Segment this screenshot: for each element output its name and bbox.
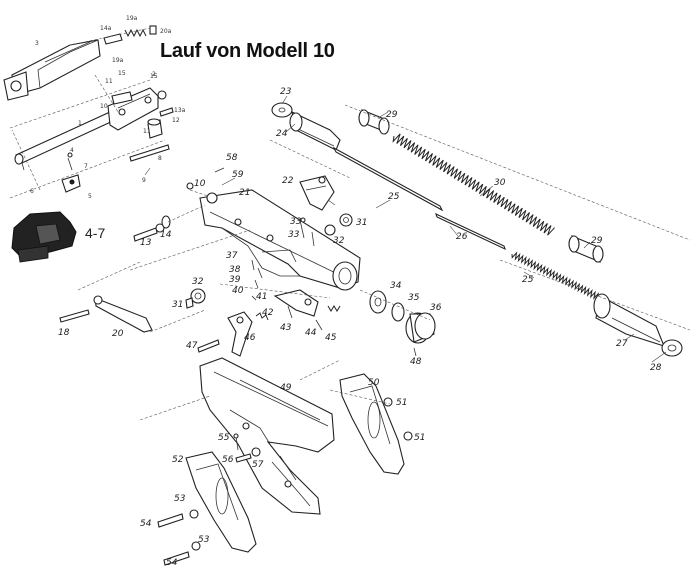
- label-35: 35: [408, 293, 420, 303]
- label-47: 47: [186, 341, 198, 351]
- label-33-a: 33: [290, 217, 302, 227]
- grip-frame-assembly: [139, 357, 413, 566]
- callout-11: 11: [143, 128, 151, 135]
- label-33-b: 33: [288, 230, 300, 240]
- label-25-b: 25: [522, 275, 534, 285]
- label-27: 27: [616, 339, 628, 349]
- callout-10: 10: [100, 103, 108, 110]
- label-32-a: 32: [333, 236, 345, 246]
- label-55: 55: [218, 433, 230, 443]
- label-29-b: 29: [591, 236, 603, 246]
- label-38: 38: [229, 265, 241, 275]
- label-58: 58: [226, 153, 238, 163]
- callout-14a: 14a: [100, 25, 112, 32]
- label-56: 56: [222, 455, 234, 465]
- label-42: 42: [262, 308, 274, 318]
- callout-19a-b: 19a: [112, 57, 124, 64]
- label-53-a: 53: [174, 494, 186, 504]
- callout-4: 4: [70, 147, 74, 154]
- label-34: 34: [390, 281, 402, 291]
- label-51-a: 51: [396, 398, 407, 408]
- label-44: 44: [305, 328, 317, 338]
- callout-11b: 11: [105, 78, 113, 85]
- main-frame-assembly: [133, 167, 361, 291]
- label-18: 18: [58, 328, 70, 338]
- barrel-assembly-modell-10: [3, 25, 174, 199]
- callout-9: 9: [142, 177, 146, 184]
- label-53-b: 53: [198, 535, 210, 545]
- label-36: 36: [430, 303, 442, 313]
- label-29-a: 29: [386, 110, 398, 120]
- inset-part-4-7-photo: [11, 211, 77, 263]
- label-41: 41: [256, 292, 267, 302]
- label-49: 49: [280, 383, 292, 393]
- top-callouts: 3 1 2 4 5 6 7 8 9 10 11 12 13a 14a 15 19…: [30, 15, 186, 200]
- callout-19a: 19a: [126, 15, 138, 22]
- cylinder-spring-assembly: [269, 102, 691, 357]
- callout-12: 12: [172, 117, 180, 124]
- label-40: 40: [232, 286, 244, 296]
- end-cap-parts: [359, 289, 436, 357]
- cocking-lever-20: [59, 229, 251, 333]
- label-10: 10: [194, 179, 206, 189]
- label-50: 50: [368, 378, 380, 388]
- part-number-labels: 10 21 22 23 24 25 25 26 27 28 29 29 30 3…: [58, 87, 662, 568]
- label-25-a: 25: [388, 192, 400, 202]
- label-51-b: 51: [414, 433, 425, 443]
- callout-13a: 13a: [174, 107, 186, 114]
- label-54-b: 54: [166, 558, 178, 568]
- label-26: 26: [456, 232, 468, 242]
- label-24: 24: [276, 129, 288, 139]
- callout-7: 7: [84, 163, 88, 170]
- label-14: 14: [160, 230, 172, 240]
- label-32-b: 32: [192, 277, 204, 287]
- callout-15: 15: [150, 73, 158, 80]
- callout-2: 2: [152, 71, 156, 78]
- label-48: 48: [410, 357, 422, 367]
- callout-5: 5: [88, 193, 92, 200]
- label-21: 21: [239, 188, 250, 198]
- callout-1: 1: [78, 120, 82, 127]
- label-54-a: 54: [140, 519, 152, 529]
- label-23: 23: [280, 87, 292, 97]
- callout-3: 3: [35, 40, 39, 47]
- label-46: 46: [244, 333, 256, 343]
- callout-20a: 20a: [160, 28, 172, 35]
- trigger-group: [185, 259, 341, 357]
- callout-15b: 15: [118, 70, 126, 77]
- callout-8: 8: [158, 155, 162, 162]
- label-30: 30: [494, 178, 506, 188]
- inset-label: 4-7: [85, 225, 106, 241]
- label-39: 39: [229, 275, 241, 285]
- label-20: 20: [112, 329, 124, 339]
- label-13: 13: [140, 238, 152, 248]
- label-28: 28: [650, 363, 662, 373]
- label-22: 22: [282, 176, 294, 186]
- label-59: 59: [232, 170, 244, 180]
- leader-lines: [281, 95, 667, 363]
- diagram-title: Lauf von Modell 10: [160, 40, 335, 62]
- label-45: 45: [325, 333, 337, 343]
- label-52: 52: [172, 455, 184, 465]
- label-31-b: 31: [172, 300, 183, 310]
- label-31-a: 31: [356, 218, 367, 228]
- label-57: 57: [252, 460, 264, 470]
- label-37: 37: [226, 251, 238, 261]
- callout-6: 6: [30, 188, 34, 195]
- label-43: 43: [280, 323, 292, 333]
